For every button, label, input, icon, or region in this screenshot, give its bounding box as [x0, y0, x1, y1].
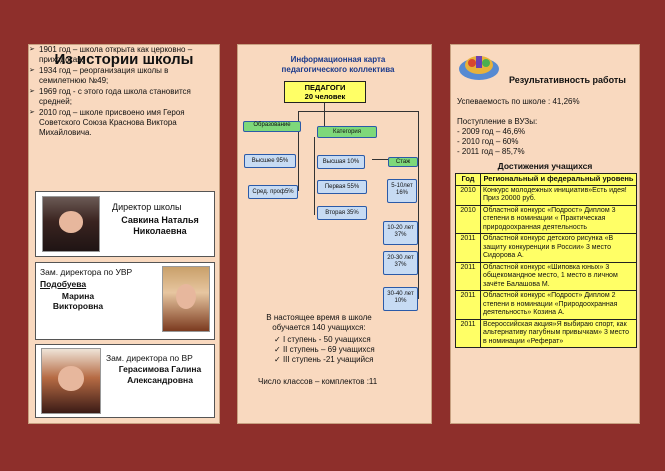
teachers-box: ПЕДАГОГИ 20 человек: [284, 81, 366, 103]
education-secondary-box: Сред. проф5%: [248, 185, 298, 199]
category-highest-box: Высшая 10%: [317, 155, 365, 169]
history-item: 1934 год – реорганизация школы в семилет…: [29, 66, 211, 86]
history-list: 1901 год – школа открыта как церковно – …: [29, 45, 211, 138]
admissions-block: Поступление в ВУЗы: - 2009 год – 46,6% -…: [457, 117, 537, 157]
experience-3-box: 20-30 лет 37%: [383, 251, 418, 275]
admission-item: - 2011 год – 85,7%: [457, 147, 525, 156]
table-header-row: Год Региональный и федеральный уровень: [455, 173, 637, 186]
history-item: 2010 год – школе присвоено имя Героя Сов…: [29, 108, 211, 138]
teachers-label: ПЕДАГОГИ: [304, 83, 346, 92]
admissions-title: Поступление в ВУЗы:: [457, 117, 538, 126]
results-panel: Результативность работы Успеваемость по …: [450, 44, 640, 424]
achievements-table: Год Региональный и федеральный уровень 2…: [455, 173, 637, 348]
director-photo: [42, 196, 100, 252]
education-higher-box: Высшее 95%: [244, 154, 296, 168]
deputy-vr-card: Зам. директора по ВР Герасимова Галина А…: [35, 344, 215, 418]
deputy-uvr-card: Зам. директора по УВР Подобуева Марина В…: [35, 262, 215, 340]
category-first-box: Первая 55%: [317, 180, 367, 194]
history-item: 1969 год - с этого года школа становится…: [29, 87, 211, 107]
director-name: Савкина Наталья Николаевна: [121, 215, 199, 236]
school-emblem-icon: [459, 56, 499, 80]
admission-item: - 2009 год – 46,6%: [457, 127, 526, 136]
teachers-count: 20 человек: [304, 92, 346, 101]
levels-list: ✓ I ступень - 50 учащихся ✓ II ступень –…: [274, 335, 375, 365]
classes-count: Число классов – комплектов :11: [258, 377, 378, 386]
column-header-level: Региональный и федеральный уровень: [480, 173, 637, 186]
history-panel: Из истории школы 1901 год – школа открыт…: [28, 44, 220, 424]
director-role: Директор школы: [112, 202, 182, 212]
deputy-vr-name: Герасимова Галина Александровна: [118, 364, 202, 385]
deputy-vr-role: Зам. директора по ВР: [106, 353, 193, 363]
deputy-vr-photo: [41, 348, 101, 414]
deputy-uvr-role: Зам. директора по УВР: [40, 267, 133, 277]
column-header-year: Год: [455, 173, 481, 186]
level-item: ✓ I ступень - 50 учащихся: [274, 335, 371, 344]
staff-map-title: Информационная карта педагогического кол…: [281, 55, 395, 74]
level-item: ✓ III ступень -21 учащийся: [274, 355, 374, 364]
experience-box: Стаж: [388, 157, 418, 167]
students-intro: В настоящее время в школе обучается 140 …: [266, 313, 372, 332]
category-box: Категория: [317, 126, 377, 138]
deputy-uvr-name: Марина Викторовна: [52, 291, 104, 311]
deputy-uvr-photo: [162, 266, 210, 332]
progress-text: Успеваемость по школе : 41,26%: [457, 97, 580, 106]
experience-4-box: 30-40 лет 10%: [383, 287, 418, 311]
category-second-box: Вторая 35%: [317, 206, 367, 220]
deputy-uvr-surname: Подобуева: [40, 279, 87, 289]
education-box: Образование: [243, 121, 301, 132]
experience-1-box: 5-10лет 16%: [387, 179, 417, 203]
history-item: 1901 год – школа открыта как церковно – …: [29, 45, 211, 65]
director-card: Директор школы Савкина Наталья Николаевн…: [35, 191, 215, 257]
results-title: Результативность работы: [509, 75, 626, 85]
achievements-title: Достижения учащихся: [497, 161, 593, 171]
experience-2-box: 10-20 лет 37%: [383, 221, 418, 245]
staff-panel: Информационная карта педагогического кол…: [237, 44, 432, 424]
level-item: ✓ II ступень – 69 учащихся: [274, 345, 375, 354]
admission-item: - 2010 год – 60%: [457, 137, 519, 146]
